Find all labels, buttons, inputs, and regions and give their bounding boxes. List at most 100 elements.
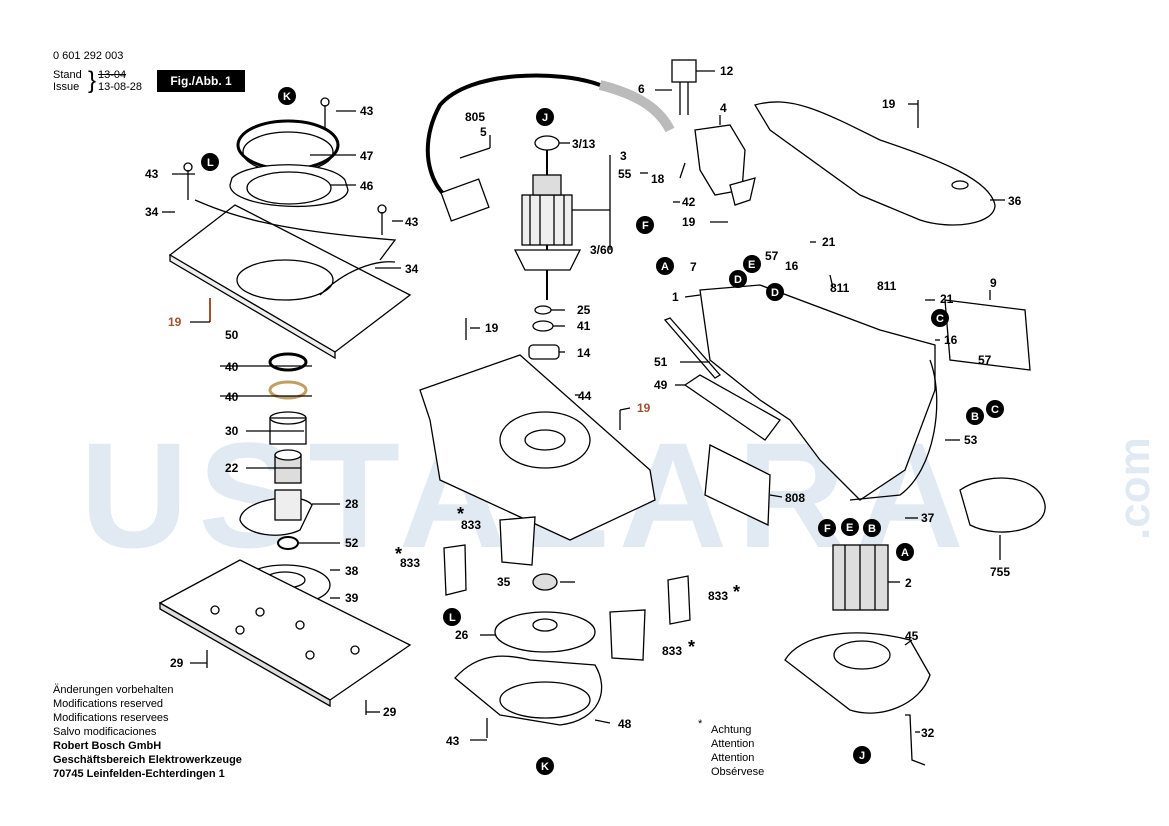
label-52: 52 [345,536,359,550]
star-marker: * [733,582,740,602]
label-16-a: 16 [785,259,799,273]
label-3-60: 3/60 [590,243,614,257]
figure-badge: Fig./Abb. 1 [157,70,245,92]
label-45: 45 [905,629,919,643]
label-3-13: 3/13 [572,137,596,151]
label-26: 26 [455,628,469,642]
label-49: 49 [654,378,668,392]
pin-E-top: E [748,259,755,271]
label-19-b: 19 [485,321,499,335]
label-21-b: 21 [940,292,954,306]
pin-F-top: F [642,220,649,232]
label-43-a: 43 [360,104,374,118]
label-38: 38 [345,564,359,578]
company-line: Geschäftsbereich Elektrowerkzeuge [53,754,242,766]
pin-J-low: J [859,750,865,762]
label-43-d: 43 [446,734,460,748]
label-21-a: 21 [822,235,836,249]
pin-J-top: J [542,112,548,124]
label-34-b: 34 [405,262,419,276]
label-25: 25 [577,303,591,317]
label-43-b: 43 [145,167,159,181]
label-44: 44 [578,389,592,403]
pin-C-low: C [991,404,999,416]
label-18: 18 [651,172,665,186]
label-40-b: 40 [225,390,239,404]
label-53: 53 [964,433,978,447]
pin-B-mid: B [971,411,979,423]
label-6: 6 [638,82,645,96]
label-43-c: 43 [405,215,419,229]
pin-L-low: L [449,612,456,624]
pin-C-mid: C [936,313,944,325]
label-55: 55 [618,167,632,181]
label-19-d: 19 [682,215,696,229]
pin-K-low: K [541,761,549,773]
label-811-a: 811 [830,281,850,295]
footer-line: Salvo modificaciones [53,726,157,738]
footer-line: Modifications reserved [53,698,164,710]
label-48: 48 [618,717,632,731]
star-marker: * [457,504,464,524]
label-29-a: 29 [170,656,184,670]
doc-number: 0 601 292 003 [53,50,124,62]
pin-D-mid: D [771,287,779,299]
label-9: 9 [990,276,997,290]
label-50: 50 [225,328,239,342]
label-19-e: 19 [882,97,896,111]
label-37: 37 [921,511,935,525]
pin-L-top: L [207,157,214,169]
issue-label: Issue [53,81,80,93]
label-28: 28 [345,497,359,511]
label-805: 805 [465,110,485,124]
label-42: 42 [682,195,696,209]
label-4: 4 [720,101,727,115]
label-30: 30 [225,424,239,438]
label-1: 1 [672,290,679,304]
label-19-a: 19 [168,315,182,329]
label-5: 5 [480,125,487,139]
label-808: 808 [785,491,805,505]
label-46: 46 [360,179,374,193]
pin-A-low: A [901,547,909,559]
note-line: Attention [711,738,755,750]
stand-label: Stand [53,69,82,81]
label-22: 22 [225,461,239,475]
label-51: 51 [654,355,668,369]
company-line: Robert Bosch GmbH [53,740,162,752]
label-39: 39 [345,591,359,605]
brace: } [88,67,97,94]
label-7: 7 [690,260,697,274]
pin-D-top: D [734,274,742,286]
label-36: 36 [1008,194,1022,208]
label-811-b: 811 [877,279,897,293]
stand-date: 13-04 [98,69,127,81]
label-34-a: 34 [145,205,159,219]
label-16-b: 16 [944,333,958,347]
label-833-a: 833 [461,518,481,532]
issue-date: 13-08-28 [98,81,143,93]
label-2: 2 [905,576,912,590]
pin-F-low: F [824,523,831,535]
label-35: 35 [497,575,511,589]
pin-K-top: K [283,91,291,103]
label-41: 41 [577,319,591,333]
label-3: 3 [620,149,627,163]
star-marker: * [688,637,695,657]
note-marker: * [698,718,703,730]
label-833-c: 833 [708,589,728,603]
note-line: Achtung [711,724,752,736]
footer-line: Änderungen vorbehalten [53,684,174,696]
label-755: 755 [990,565,1010,579]
label-833-b: 833 [400,556,420,570]
label-57-b: 57 [978,353,992,367]
label-29-b: 29 [383,705,397,719]
pin-B-low: B [868,523,876,535]
label-833-d: 833 [662,644,682,658]
label-19-c: 19 [637,401,651,415]
label-40-a: 40 [225,360,239,374]
note-line: Attention [711,752,755,764]
company-line: 70745 Leinfelden-Echterdingen 1 [53,768,225,780]
label-32: 32 [921,726,935,740]
